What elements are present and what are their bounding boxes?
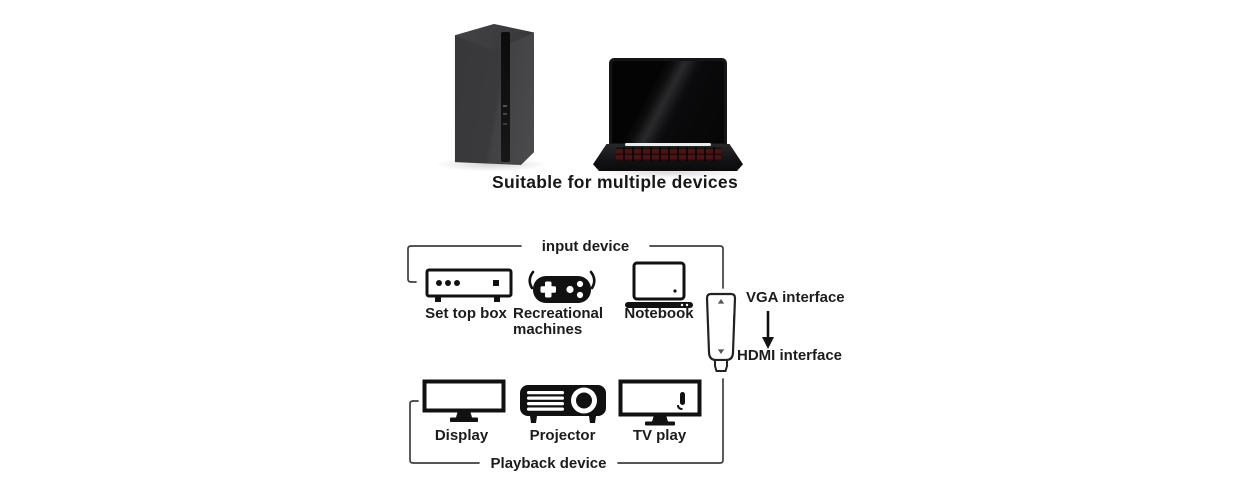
vga-interface-label: VGA interface — [746, 289, 845, 306]
playback-device-group-label: Playback device — [490, 455, 607, 472]
display-label: Display — [434, 427, 489, 444]
set-top-box-icon — [424, 267, 516, 307]
laptop-image — [593, 58, 743, 171]
projector-icon — [518, 383, 608, 425]
laptop-base — [593, 144, 743, 171]
projector-label: Projector — [529, 427, 596, 444]
hero-caption: Suitable for multiple devices — [492, 172, 738, 192]
input-device-group-label: input device — [541, 238, 630, 255]
vga-hdmi-adapter-icon — [701, 292, 741, 378]
laptop-keyboard — [615, 147, 721, 162]
monitor-icon — [422, 379, 506, 425]
laptop-hinge — [625, 143, 711, 146]
recreational-machines-label-line1: Recreational — [513, 305, 604, 322]
tv-icon — [618, 379, 702, 427]
laptop-screen — [609, 58, 727, 146]
down-arrow-icon — [762, 311, 774, 349]
recreational-machines-label: Recreational machines — [513, 306, 603, 338]
set-top-box-label: Set top box — [425, 305, 507, 322]
desktop-tower-image — [454, 24, 534, 165]
recreational-machines-label-line2: machines — [513, 320, 583, 338]
laptop-icon — [623, 261, 695, 309]
game-controller-icon — [524, 265, 600, 307]
notebook-label: Notebook — [624, 305, 694, 322]
hdmi-interface-label: HDMI interface — [737, 347, 843, 364]
tv-play-label: TV play — [632, 427, 687, 444]
tower-front-panel — [500, 32, 510, 163]
